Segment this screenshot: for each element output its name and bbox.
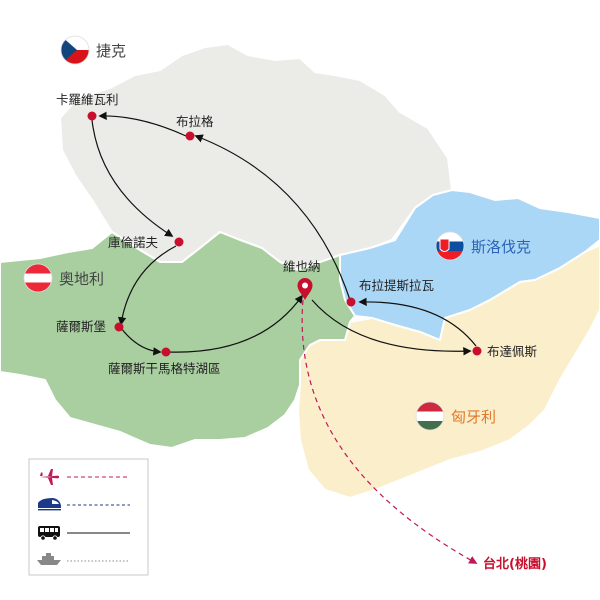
country-label-hungary: 匈牙利 (451, 408, 496, 426)
legend (28, 458, 149, 576)
route-salzkammergut-to-vienna (167, 294, 303, 353)
country-austria: 奧地利 (23, 263, 104, 293)
airplane-icon (39, 469, 59, 485)
austria-flag-icon (23, 263, 53, 293)
ship-icon (37, 553, 61, 565)
city-label-budapest: 布達佩斯 (487, 344, 537, 359)
bus-icon (38, 526, 60, 541)
route-kutna-to-salzburg (117, 245, 177, 326)
bus-routes (91, 111, 477, 356)
route-prague-to-karlovy-vary (98, 111, 187, 137)
legend-row-bus (38, 526, 130, 541)
slovakia-flag-icon (435, 231, 465, 261)
city-label-karlovy-vary: 卡羅維瓦利 (56, 92, 119, 107)
city-labels: 卡羅維瓦利 布拉格 庫倫諾夫 薩爾斯堡 薩爾斯干馬格特湖區 維也納 布拉提斯拉瓦… (56, 92, 547, 572)
destination-label-taipei: 台北(桃園) (483, 556, 547, 572)
region-austria (0, 230, 357, 450)
czech-flag-icon (60, 35, 90, 65)
city-label-salzkammergut: 薩爾斯干馬格特湖區 (108, 361, 221, 376)
city-label-salzburg: 薩爾斯堡 (56, 319, 107, 334)
country-label-austria: 奧地利 (59, 270, 104, 288)
city-marker-salzkammergut (161, 347, 171, 357)
city-marker-salzburg (114, 322, 124, 332)
country-slovakia: 斯洛伐克 (435, 231, 531, 261)
map-pin-icon (297, 278, 313, 300)
legend-row-ship (37, 553, 130, 565)
country-label-czech: 捷克 (96, 42, 126, 60)
city-markers (87, 111, 482, 357)
city-marker-bratislava (346, 297, 356, 307)
route-bratislava-to-prague (194, 134, 351, 301)
route-budapest-to-bratislava (358, 297, 477, 347)
city-marker-karlovy-vary (87, 111, 97, 121)
route-flight-vienna-to-taipei (301, 299, 478, 564)
high-speed-train-icon (38, 498, 61, 511)
region-hungary (296, 243, 600, 500)
city-label-bratislava: 布拉提斯拉瓦 (359, 278, 434, 293)
route-salzburg-to-salzkammergut (120, 327, 162, 356)
city-label-vienna: 維也納 (283, 259, 321, 274)
hungary-flag-icon (415, 401, 445, 431)
country-czech: 捷克 (60, 35, 126, 65)
city-marker-prague (185, 131, 195, 141)
route-vienna-to-budapest (311, 299, 472, 356)
city-label-prague: 布拉格 (176, 114, 214, 129)
country-label-slovakia: 斯洛伐克 (471, 238, 531, 256)
city-marker-budapest (472, 346, 482, 356)
city-label-kutna-hora: 庫倫諾夫 (108, 235, 159, 250)
city-marker-kutna-hora (174, 237, 184, 247)
country-hungary: 匈牙利 (415, 401, 496, 431)
legend-row-flight (39, 469, 130, 485)
route-karlovy-vary-to-kutna (91, 119, 174, 237)
legend-row-train (38, 498, 130, 511)
